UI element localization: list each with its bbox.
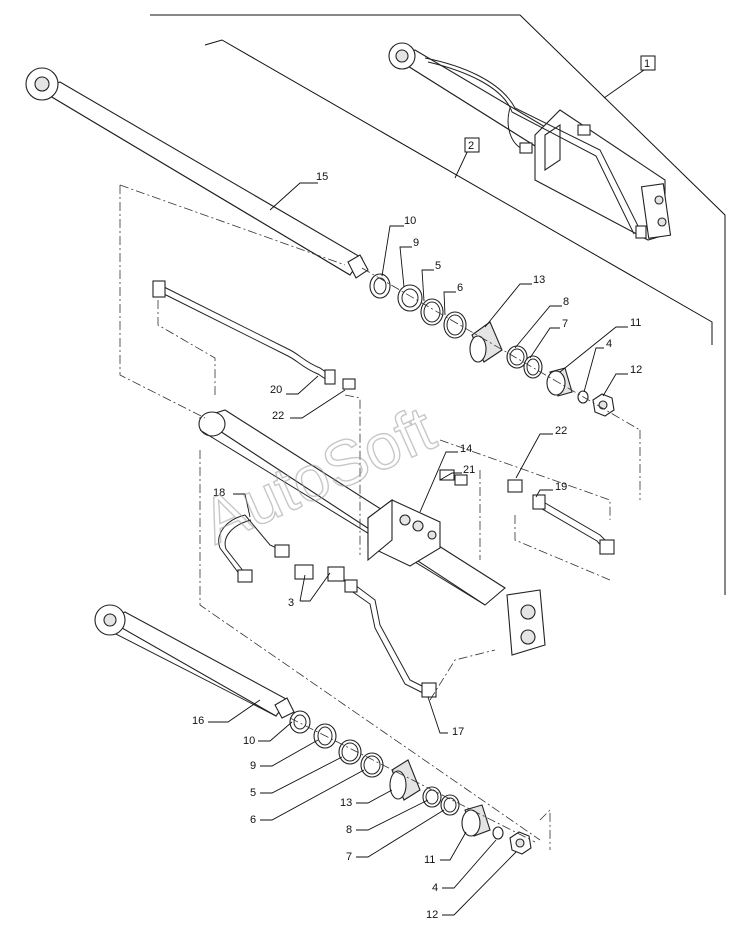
lower-seal-kit: [289, 710, 532, 855]
callout-19: 19: [555, 481, 567, 493]
lower-callouts: 16 17 10 9 5 6 13 8 7 11 4 12: [192, 715, 464, 921]
callout-7-upper: 7: [562, 318, 568, 330]
callout-7-lower: 7: [346, 851, 352, 863]
middle-callouts: 14 21 22 19 18 3: [213, 425, 567, 609]
callout-6-lower: 6: [250, 814, 256, 826]
callout-9-upper: 9: [413, 237, 419, 249]
callout-22-upper: 22: [272, 410, 284, 422]
callout-5-upper: 5: [435, 260, 441, 272]
callout-box-2: [464, 137, 480, 153]
callout-4-upper: 4: [606, 338, 612, 350]
callout-15: 15: [316, 171, 328, 183]
upper-seal-kit: [369, 273, 615, 417]
callout-18: 18: [213, 487, 225, 499]
callout-13-lower: 13: [340, 797, 352, 809]
boxed-callouts: 1 2: [464, 55, 656, 153]
callout-1: 1: [644, 58, 650, 70]
callout-12-lower: 12: [426, 909, 438, 921]
callout-5-lower: 5: [250, 787, 256, 799]
callout-2: 2: [468, 140, 474, 152]
callout-4-lower: 4: [432, 882, 438, 894]
callout-22-middle: 22: [555, 425, 567, 437]
callout-12-upper: 12: [630, 364, 642, 376]
callout-box-1: [640, 55, 656, 71]
callout-11-lower: 11: [424, 854, 435, 866]
callout-10-lower: 10: [243, 735, 255, 747]
assembled-cylinder: [388, 42, 672, 241]
frame-lines: [150, 14, 726, 595]
assembly-lines: [119, 184, 641, 850]
callout-11-upper: 11: [630, 317, 641, 329]
pipes-and-fittings: [218, 479, 615, 698]
callout-3: 3: [288, 597, 294, 609]
callout-14: 14: [460, 443, 472, 455]
callout-13-upper: 13: [533, 274, 545, 286]
callout-20: 20: [270, 384, 282, 396]
piston-rod-15: [25, 67, 369, 279]
callout-10-upper: 10: [404, 215, 416, 227]
cylinder-barrel: [198, 409, 546, 656]
callout-16: 16: [192, 715, 204, 727]
callout-21: 21: [463, 464, 475, 476]
piston-rod-16: [94, 604, 295, 719]
callout-8-lower: 8: [346, 824, 352, 836]
callout-9-lower: 9: [250, 760, 256, 772]
upper-callouts: 15 10 9 5 6 13 8 7 11 4 12 20 22: [270, 171, 642, 422]
pipe-20: [152, 280, 356, 390]
callout-6-upper: 6: [457, 282, 463, 294]
callout-17: 17: [452, 726, 464, 738]
callout-8-upper: 8: [563, 296, 569, 308]
